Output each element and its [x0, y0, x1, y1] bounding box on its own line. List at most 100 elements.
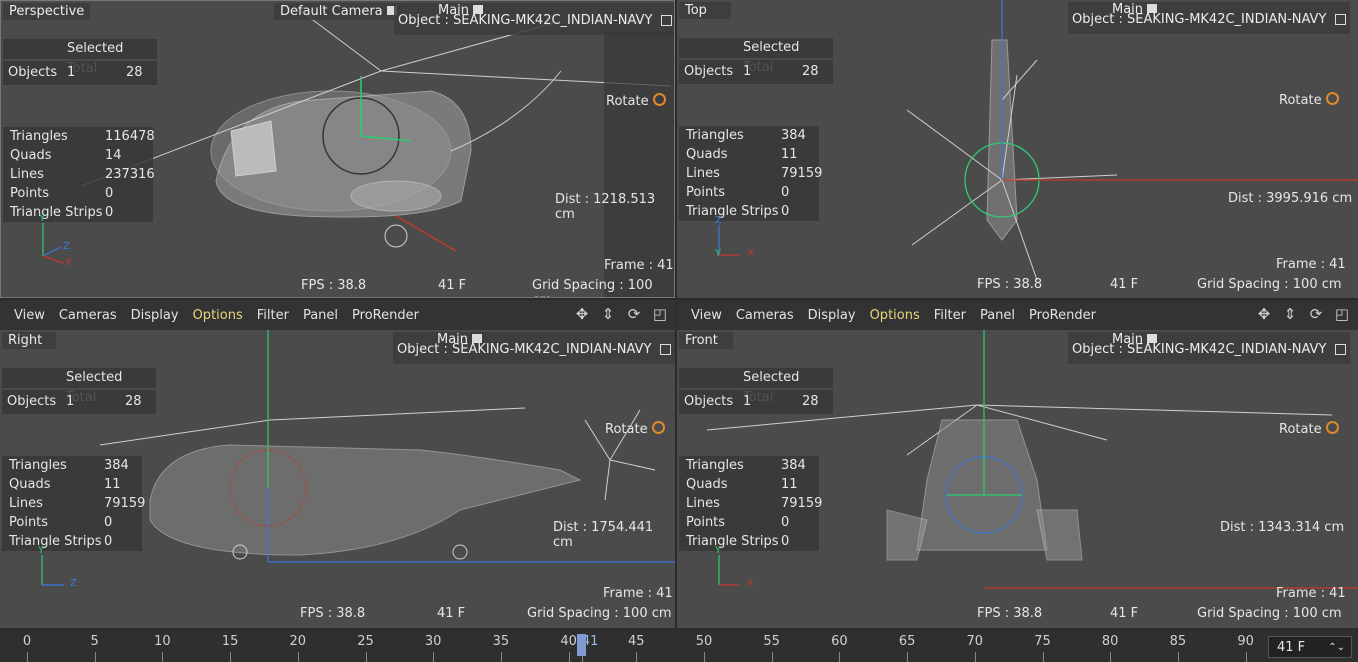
current-frame-field[interactable]: 41 F⌃⌄	[1268, 636, 1352, 658]
stat-value: 11	[781, 477, 798, 492]
timeline-tick-label: 5	[90, 634, 99, 649]
stat-value: 0	[781, 185, 790, 200]
object-name: Object : SEAKING-MK42C_INDIAN-NAVY	[1072, 342, 1327, 357]
camera-icon	[386, 6, 397, 15]
zoom-icon[interactable]: ⇕	[1283, 305, 1297, 323]
frame-count-label: 41 F	[437, 606, 466, 621]
menu-display[interactable]: Display	[130, 307, 179, 323]
stat-value: 0	[105, 205, 114, 220]
menu-filter[interactable]: Filter	[933, 307, 966, 323]
timeline-tick-mark	[1245, 652, 1247, 662]
stat-value: 79159	[781, 496, 823, 511]
playhead[interactable]	[577, 634, 586, 656]
menu-panel[interactable]: Panel	[302, 307, 339, 323]
stat-value: 79159	[781, 166, 823, 181]
timeline-tick-label: 55	[763, 634, 780, 649]
main-label: Main	[438, 3, 484, 18]
object-name: Object : SEAKING-MK42C_INDIAN-NAVY	[397, 342, 652, 357]
rotate-label: Rotate	[605, 421, 665, 437]
axis-y-label: Y	[715, 248, 722, 259]
viewport-perspective[interactable]: Perspective Default Camera Main Object :…	[0, 0, 675, 298]
menu-cameras[interactable]: Cameras	[735, 307, 794, 323]
orbit-icon[interactable]: ⟳	[1309, 305, 1323, 323]
stat-value: 384	[781, 458, 806, 473]
menu-options[interactable]: Options	[869, 307, 920, 323]
timeline-tick-mark	[297, 652, 299, 662]
menu-view[interactable]: View	[691, 307, 722, 323]
fps-label: FPS : 38.8	[977, 606, 1043, 621]
stat-label: Points	[686, 515, 726, 530]
zoom-icon[interactable]: ⇕	[601, 305, 615, 323]
object-icon	[1335, 14, 1346, 25]
maximize-icon[interactable]: ◰	[652, 305, 668, 323]
timeline-tick-mark	[568, 652, 570, 662]
top-wireframe	[718, 0, 1358, 281]
timeline-tick-mark	[839, 652, 841, 662]
menu-panel[interactable]: Panel	[979, 307, 1016, 323]
dist-label: Dist : 1754.441 cm	[553, 520, 654, 550]
menu-filter[interactable]: Filter	[256, 307, 289, 323]
timeline-tick-mark	[907, 652, 909, 662]
main-label: Main	[1112, 2, 1158, 17]
axis-x-label: X	[747, 248, 754, 259]
viewport-front[interactable]: Front Main Object : SEAKING-MK42C_INDIAN…	[677, 330, 1358, 628]
axis-y-label: Y	[38, 545, 45, 556]
maximize-icon[interactable]: ◰	[1334, 305, 1350, 323]
move-icon[interactable]: ✥	[575, 305, 589, 323]
stat-value: 237316	[105, 167, 155, 182]
camera-label[interactable]: Default Camera	[274, 3, 403, 20]
timeline-tick-mark	[27, 652, 28, 662]
orbit-icon[interactable]: ⟳	[627, 305, 641, 323]
menu-prorender[interactable]: ProRender	[352, 307, 419, 323]
move-icon[interactable]: ✥	[1257, 305, 1271, 323]
stat-value: 11	[781, 147, 798, 162]
stat-label: Quads	[686, 147, 728, 162]
timeline-tick-label: 45	[628, 634, 645, 649]
timeline-tick-label: 70	[966, 634, 984, 649]
menu-display[interactable]: Display	[807, 307, 856, 323]
stat-value: 79159	[104, 496, 146, 511]
timeline-tick-label: 10	[154, 634, 171, 649]
timeline-tick-label: 50	[695, 634, 713, 649]
stat-row: Quads 11	[683, 145, 815, 164]
stat-label: Triangle Strips	[9, 534, 102, 549]
rotate-icon	[1325, 92, 1339, 105]
object-name: Object : SEAKING-MK42C_INDIAN-NAVY	[1072, 12, 1327, 27]
stat-value: 0	[781, 204, 790, 219]
timeline-tick-label: 15	[221, 634, 239, 649]
fps-label: FPS : 38.8	[301, 278, 367, 293]
frame-label: Frame : 41	[1276, 586, 1346, 601]
stat-label: Triangle Strips	[686, 204, 779, 219]
menu-cameras[interactable]: Cameras	[58, 307, 117, 323]
stat-value: 384	[781, 128, 806, 143]
frame-label: Frame : 41	[1276, 257, 1346, 272]
clapper-icon	[472, 334, 483, 343]
clapper-icon	[1147, 334, 1158, 343]
timeline-tick-label: 30	[424, 634, 442, 649]
rotate-label: Rotate	[1279, 92, 1339, 108]
stat-label: Lines	[686, 496, 720, 511]
menu-options[interactable]: Options	[192, 307, 243, 323]
viewport-top[interactable]: Top Main Object : SEAKING-MK42C_INDIAN-N…	[677, 0, 1358, 298]
grid-spacing-label: Grid Spacing : 100 cm	[527, 606, 672, 621]
viewport-right[interactable]: Right Main Object : SEAKING-MK42C_INDIAN…	[0, 330, 675, 628]
stat-value: 14	[105, 148, 122, 163]
stat-label: Triangles	[9, 458, 67, 473]
menu-prorender[interactable]: ProRender	[1029, 307, 1096, 323]
viewport-menubar-left: View Cameras Display Options Filter Panel ProR…	[0, 300, 676, 330]
menu-view[interactable]: View	[14, 307, 45, 323]
chevron-updown-icon[interactable]: ⌃⌄	[1328, 642, 1345, 653]
